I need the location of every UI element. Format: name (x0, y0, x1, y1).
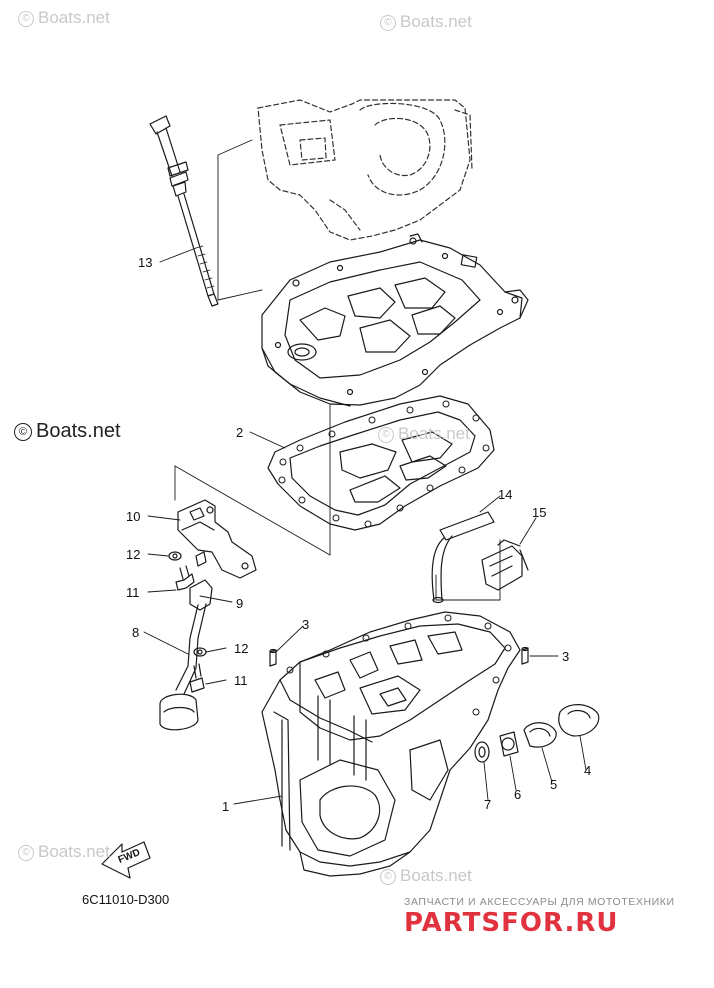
callout-5: 5 (550, 777, 558, 792)
diagram-code: 6C11010-D300 (82, 892, 170, 907)
callout-11-top: 11 (126, 585, 140, 600)
callout-15: 15 (532, 505, 547, 520)
shop-brand-logo: PARTSFOR.RU (404, 908, 619, 938)
callout-8: 8 (132, 625, 140, 640)
callout-1: 1 (222, 799, 230, 814)
breather-hose (431, 511, 495, 604)
fwd-arrow-icon (101, 841, 151, 879)
callout-12-bottom: 12 (234, 641, 249, 656)
watermark-bottom-center: ©Boats.net (380, 866, 472, 886)
callout-14: 14 (498, 487, 513, 502)
grommet (481, 539, 529, 591)
oil-strainer-bracket (177, 499, 257, 579)
shop-tagline: ЗАПЧАСТИ И АКСЕССУАРЫ ДЛЯ МОТОТЕХНИКИ (404, 896, 675, 908)
reference-lines (174, 139, 501, 601)
callout-7: 7 (484, 797, 492, 812)
watermark-mid-center: ©Boats.net (378, 424, 470, 444)
callout-11-bottom: 11 (234, 673, 248, 688)
callout-13: 13 (138, 255, 153, 270)
callout-10: 10 (126, 509, 141, 524)
callout-12-top: 12 (126, 547, 141, 562)
dowel-pins (269, 646, 529, 667)
watermark-mid-left: ©Boats.net (14, 420, 121, 443)
bolts-and-washers (168, 551, 207, 693)
engine-block-reference (257, 99, 473, 241)
watermark-bottom-left: ©Boats.net (18, 842, 110, 862)
callout-3-left: 3 (302, 617, 310, 632)
oil-pipe (159, 579, 213, 731)
callout-9: 9 (236, 596, 244, 611)
watermark-top-center: ©Boats.net (380, 12, 472, 32)
exhaust-guide-casting (261, 233, 529, 407)
callout-2: 2 (236, 425, 244, 440)
gasket (267, 395, 495, 531)
watermark-top-left: ©Boats.net (18, 8, 110, 28)
drain-assembly (474, 704, 600, 763)
oil-pan-casing (261, 611, 521, 877)
callout-4: 4 (584, 763, 592, 778)
callout-6: 6 (514, 787, 522, 802)
dipstick (149, 115, 219, 307)
callout-leaders (143, 247, 587, 805)
callout-3-right: 3 (562, 649, 570, 664)
